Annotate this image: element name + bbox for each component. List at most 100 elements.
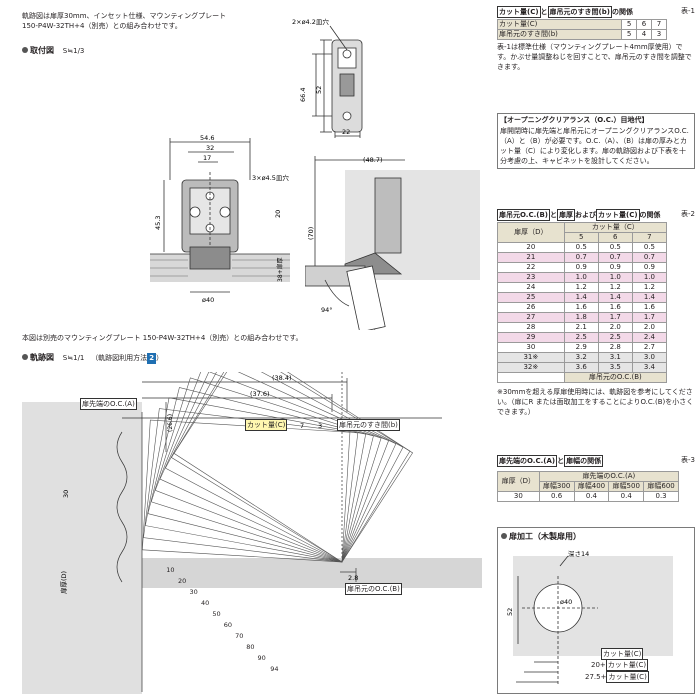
table2-cell: 1.2	[631, 282, 668, 293]
table2-cell: 2.0	[631, 322, 668, 333]
bullet-icon	[22, 47, 28, 53]
table2-thickness: 20	[497, 242, 565, 253]
dim-20: 20	[274, 210, 282, 218]
drill-row2: 20+カット量(C)	[591, 659, 649, 671]
angle-label: 10	[166, 566, 174, 574]
table2-cell: 1.0	[563, 272, 599, 283]
angle-label: 40	[201, 599, 209, 607]
dim-40: ø40	[202, 296, 214, 304]
table2-thickness: 29	[497, 332, 565, 343]
cut-label: カット量(C)	[245, 419, 288, 431]
dim-70: (70)	[307, 227, 315, 240]
intro-line-2: 150-P4W-32TH+4（別売）との組み合わせです。	[22, 22, 182, 30]
drill-box: 扉加工（木製扉用） 深さ14 ø40 52 カット量(C) 20+カット量(C)…	[497, 527, 695, 694]
mount-scale: S≒1/3	[62, 47, 85, 55]
table2-cell: 1.4	[563, 292, 599, 303]
table2-cell: 1.0	[597, 272, 633, 283]
table1-header: カット量(C)と扉吊元のすき間(b)の関係 表-1	[497, 6, 695, 18]
table2-thickness: 21	[497, 252, 565, 263]
table1-label: 表-1	[681, 7, 695, 15]
drill-d40: ø40	[560, 598, 572, 606]
table3-cell: 0.3	[643, 491, 679, 502]
table3-width-header: 扉幅300	[538, 481, 575, 492]
table2-cell: 0.9	[631, 262, 668, 273]
hinge-front-view: 54.6 32 17 45.3 3×ø4.5皿穴 20 ø40 38+扉厚	[150, 134, 290, 304]
plate-note: 本図は別売のマウンティングプレート 150-P4W-32TH+4（別売）との組み…	[22, 334, 303, 342]
table3-col-oc: 扉先端のO.C.(A)	[538, 471, 680, 482]
table1-cell: 6	[636, 19, 653, 30]
angle-label: 80	[246, 643, 254, 651]
gap-label: 扉吊元のすき間(b)	[337, 419, 400, 431]
table3-col-thick: 扉厚（D）	[497, 471, 540, 492]
table2-cell: 2.8	[597, 342, 633, 353]
table2-cell: 3.5	[597, 362, 633, 373]
table2-cell: 2.1	[563, 322, 599, 333]
table2-cell: 3.1	[597, 352, 633, 363]
angle-label: 94	[270, 665, 278, 673]
door-position-outline	[171, 372, 411, 563]
table2-thickness: 26	[497, 302, 565, 313]
dim-66-4: 66.4	[299, 88, 307, 102]
dim-7: 7	[300, 422, 304, 430]
table2-cell: 3.0	[631, 352, 668, 363]
oc-b-label: 扉吊元のO.C.(B)	[345, 583, 402, 595]
table1-row-label: 扉吊元のすき間(b)	[496, 29, 623, 40]
dim-38-4: (38.4)	[272, 374, 292, 382]
door-position-outline	[159, 372, 397, 563]
dim-30: 30	[62, 490, 70, 498]
table3-width-header: 扉幅500	[608, 481, 645, 492]
intro-text: 軌跡図は扉厚30mm、インセット仕様、マウンティングプレート 150-P4W-3…	[22, 11, 292, 31]
dim-48-7: (48.7)	[363, 156, 383, 164]
dim-37-6: (37.6)	[250, 390, 270, 398]
drill-row3: 27.5+カット量(C)	[585, 671, 649, 683]
table2-cell: 0.7	[563, 252, 599, 263]
angle-label: 50	[212, 610, 220, 618]
table2-cell: 2.5	[597, 332, 633, 343]
table2-cut-header: 7	[631, 232, 668, 243]
table2-thickness: 27	[497, 312, 565, 323]
table3-cell: 0.4	[573, 491, 610, 502]
table2-thickness: 23	[497, 272, 565, 283]
dim-32: 32	[206, 144, 214, 152]
table2-block: 扉吊元O.C.(B)と扉厚およびカット量(C)の関係 表-2 扉厚（D） カット…	[497, 209, 695, 417]
drill-title: 扉加工（木製扉用）	[498, 528, 694, 545]
clearance-text: 扉開閉時に扉先端と扉吊元にオープニングクリアランスO.C.（A）と（B）が必要で…	[500, 127, 689, 165]
hinge-side-view: (48.7) (70) 94°	[305, 156, 480, 330]
door-position-outline	[147, 387, 374, 563]
clearance-title: 【オープニングクリアランス（O.C.）目地代】	[500, 116, 649, 124]
table2-thickness: 31※	[497, 352, 565, 363]
mount-section-title: 取付図 S≒1/3	[22, 45, 84, 57]
table2-cell: 2.7	[631, 342, 668, 353]
table2-cell: 3.2	[563, 352, 599, 363]
method-badge: 2	[147, 353, 157, 364]
table3-block: 扉先端のO.C.(A)と扉幅の関係 表-3 扉厚（D） 扉先端のO.C.(A) …	[497, 455, 695, 502]
table2-cell: 1.7	[597, 312, 633, 323]
table2-cell: 2.5	[563, 332, 599, 343]
table2-cut-header: 6	[597, 232, 633, 243]
oc-a-label: 扉先端のO.C.(A)	[80, 398, 137, 410]
door-thickness-label: 扉厚(D)	[59, 571, 68, 594]
bullet-icon	[501, 533, 507, 539]
mounting-plate-drawing: 2×ø4.2皿穴 66.4 52 22	[292, 17, 363, 138]
dim-2-8: 2.8	[348, 574, 358, 582]
table3-cell: 0.6	[538, 491, 575, 502]
clearance-box: 【オープニングクリアランス（O.C.）目地代】 扉開閉時に扉先端と扉吊元にオープ…	[497, 113, 695, 169]
dim-94: 94°	[321, 306, 333, 314]
table3-label: 表-3	[681, 456, 695, 464]
table2-cell: 1.2	[597, 282, 633, 293]
angle-label: 30	[190, 588, 198, 596]
dim-3: 3	[318, 422, 322, 430]
table1-cell: 5	[621, 19, 638, 30]
